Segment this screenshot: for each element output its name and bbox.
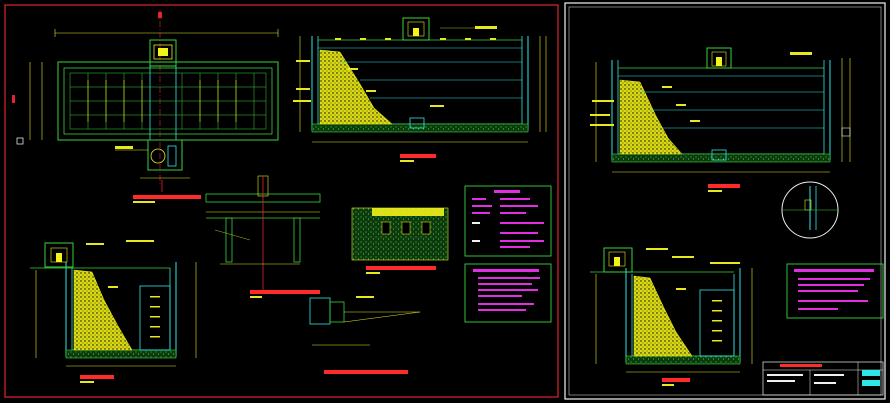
sheet-1	[4, 4, 559, 398]
sheet-2-cross-section	[590, 247, 753, 386]
cross-section	[30, 240, 197, 383]
title-block	[762, 361, 884, 396]
sheet-2	[564, 2, 886, 400]
sheet-2-notes-box	[786, 263, 884, 319]
specifications-box	[464, 263, 552, 323]
sheet-2-longitudinal-section	[590, 47, 851, 192]
general-notes-box	[464, 185, 552, 257]
footing-detail	[351, 207, 449, 274]
side-mark	[12, 95, 15, 103]
slab-detail	[205, 175, 321, 298]
detail-circle-icon	[781, 127, 851, 239]
outlet-detail	[309, 296, 421, 374]
longitudinal-section	[293, 17, 547, 162]
sheet-1-border	[4, 4, 559, 398]
sheet-2-border	[564, 2, 886, 400]
plan-view	[29, 10, 279, 203]
side-mark	[16, 137, 24, 145]
